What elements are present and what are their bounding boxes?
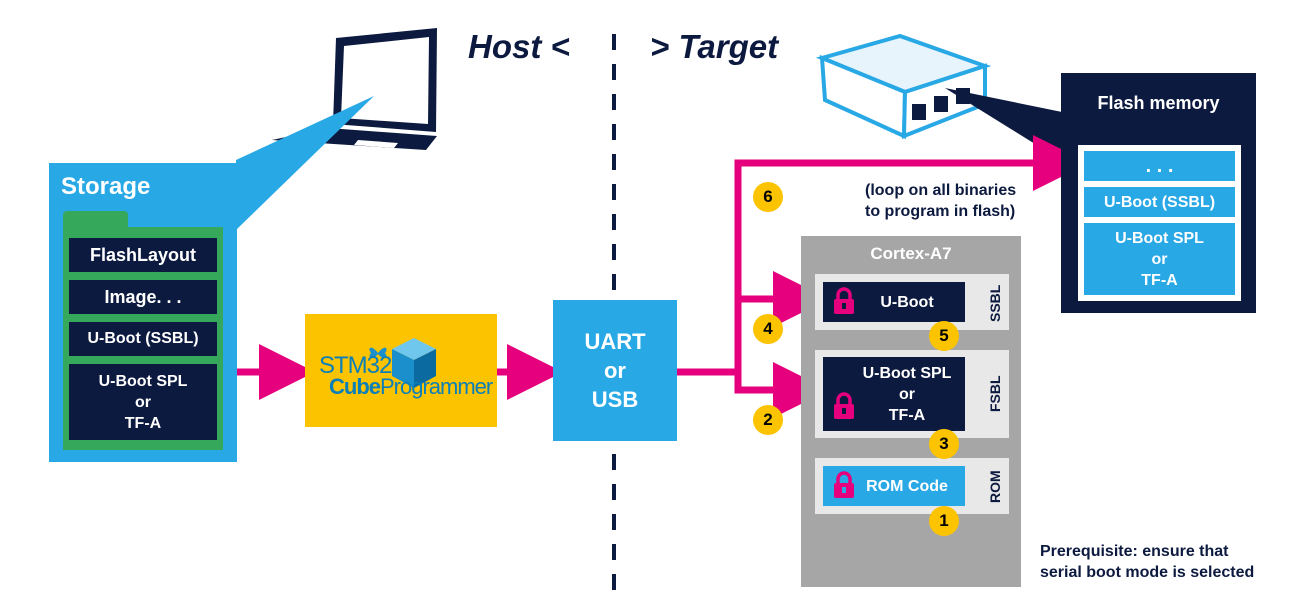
storage-item-image: Image. . . (69, 280, 217, 314)
rom-tag: ROM (987, 470, 1003, 504)
flash-memory-panel: Flash memory . . . U-Boot (SSBL) U-Boot … (1061, 73, 1256, 313)
board-callout (945, 88, 1080, 172)
cube-icon (392, 338, 436, 388)
target-heading: > Target (650, 28, 779, 65)
uart-usb-box: UART or USB (553, 300, 677, 441)
lock-icon (834, 471, 854, 498)
cubeprogrammer-logo: STM32 CubeProgrammer (305, 314, 497, 427)
fsbl-tag: FSBL (987, 375, 1003, 413)
flash-item-uboot-spl: U-Boot SPL or TF-A (1084, 223, 1235, 295)
step-2-badge: 2 (753, 405, 783, 435)
cortex-a7-panel: Cortex-A7 U-Boot SSBL U-Boot SPL or TF-A… (801, 236, 1021, 587)
brand-cubeprogrammer: CubeProgrammer (329, 374, 493, 399)
rom-label: ROM Code (866, 477, 948, 495)
butterfly-icon (369, 347, 387, 359)
storage-item-uboot-ssbl: U-Boot (SSBL) (69, 322, 217, 356)
step-5-badge: 5 (929, 321, 959, 351)
flash-item-more: . . . (1084, 151, 1235, 181)
cortex-label: Cortex-A7 (870, 244, 952, 263)
laptop-callout (236, 96, 374, 230)
flash-contents: . . . U-Boot (SSBL) U-Boot SPL or TF-A (1078, 145, 1241, 301)
step-6-badge: 6 (753, 182, 783, 212)
ssbl-tag: SSBL (987, 284, 1003, 322)
laptop-icon (272, 28, 437, 150)
storage-item-flashlayout: FlashLayout (69, 238, 217, 272)
uart-usb-label: UART or USB (584, 329, 646, 412)
brand-stm32: STM32 (319, 352, 392, 379)
flash-title: Flash memory (1097, 93, 1220, 113)
flash-item-uboot-ssbl: U-Boot (SSBL) (1084, 187, 1235, 217)
storage-folder: FlashLayout Image. . . U-Boot (SSBL) U-B… (63, 227, 223, 450)
ssbl-band: U-Boot SSBL (815, 274, 1009, 330)
rom-band: ROM Code ROM (815, 458, 1009, 514)
fsbl-band: U-Boot SPL or TF-A FSBL (815, 350, 1009, 438)
step-4-badge: 4 (753, 314, 783, 344)
storage-item-uboot-spl: U-Boot SPL or TF-A (69, 364, 217, 440)
arrow-bus-to-fsbl (734, 362, 829, 418)
host-heading: Host < (468, 28, 570, 65)
loop-note: (loop on all binaries to program in flas… (865, 182, 1017, 220)
storage-label: Storage (61, 173, 151, 200)
step-3-badge: 3 (929, 429, 959, 459)
board-icon (815, 33, 992, 140)
storage-panel: Storage FlashLayout Image. . . U-Boot (S… (49, 163, 237, 462)
step-1-badge: 1 (929, 506, 959, 536)
prerequisite-note: Prerequisite: ensure that serial boot mo… (1040, 543, 1255, 581)
wire-bus-to-flash (734, 159, 1060, 393)
lock-icon (834, 392, 854, 419)
ssbl-label: U-Boot (880, 293, 934, 311)
lock-icon (834, 287, 854, 314)
fsbl-label: U-Boot SPL or TF-A (862, 364, 952, 424)
